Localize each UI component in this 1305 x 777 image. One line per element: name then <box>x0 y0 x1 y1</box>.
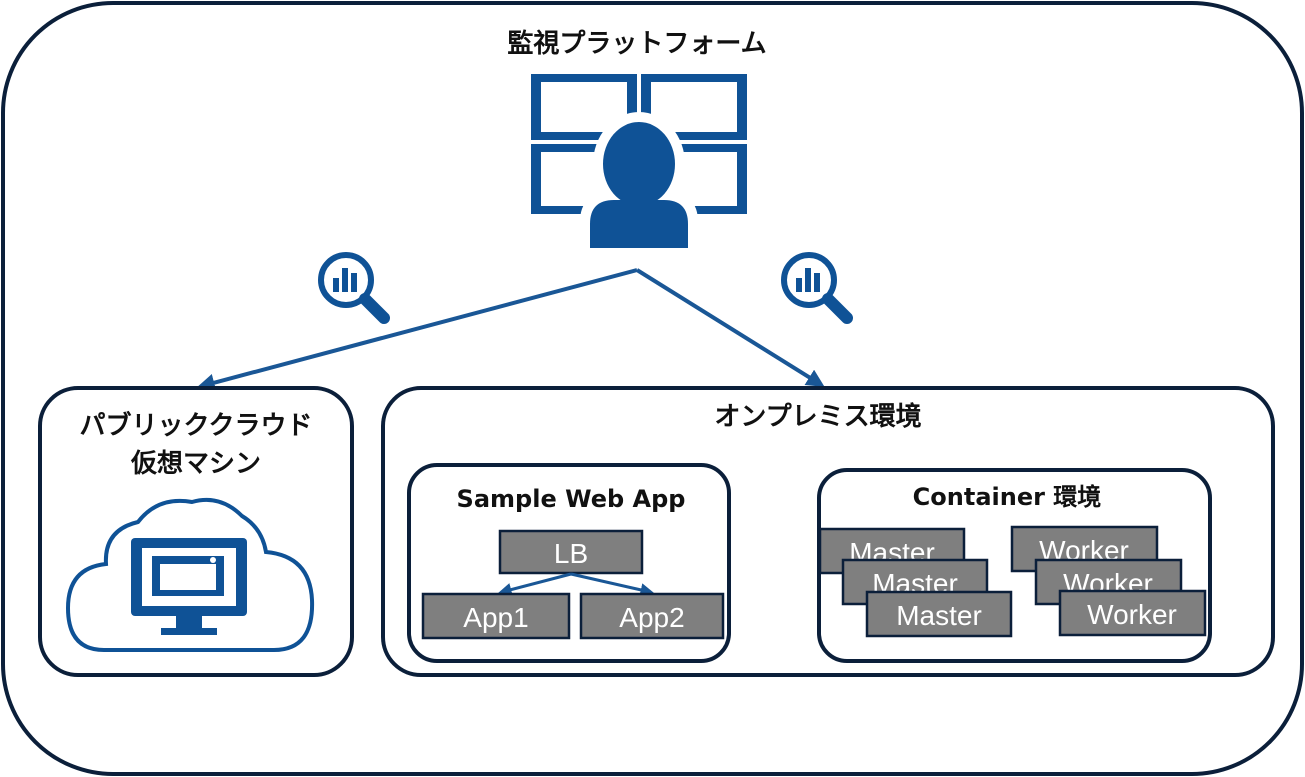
app1-node <box>421 592 571 640</box>
master-label: Master <box>896 600 982 631</box>
master-node <box>865 590 1013 638</box>
arrow-lb-to-app2 <box>570 572 654 597</box>
app2-node <box>579 592 725 640</box>
app1-label: App1 <box>463 602 528 633</box>
monitoring-operator-icon <box>531 74 747 250</box>
arrow-to-public-cloud <box>196 268 638 392</box>
arrow-to-onprem <box>635 268 825 387</box>
public-cloud-title-line2: 仮想マシン <box>130 449 261 479</box>
sample-web-app-title: Sample Web App <box>457 485 686 513</box>
worker-nodes: Worker Worker Worker <box>1010 525 1207 637</box>
monitoring-platform-title: 監視プラットフォーム <box>507 28 766 59</box>
arrow-lb-to-app1 <box>498 572 572 597</box>
app2-label: App2 <box>619 602 684 633</box>
onprem-title: オンプレミス環境 <box>714 401 921 432</box>
magnifier-chart-icon <box>781 252 853 324</box>
worker-label: Worker <box>1087 599 1177 630</box>
cloud-monitor-icon <box>65 497 315 652</box>
worker-node <box>1058 589 1207 637</box>
lb-node <box>498 529 644 575</box>
lb-label: LB <box>554 538 588 569</box>
magnifier-chart-icon <box>318 252 390 324</box>
public-cloud-title-line1: パブリッククラウド <box>80 410 313 441</box>
container-env-title: Container 環境 <box>913 483 1102 511</box>
master-nodes: Master Master Master <box>818 527 1013 638</box>
